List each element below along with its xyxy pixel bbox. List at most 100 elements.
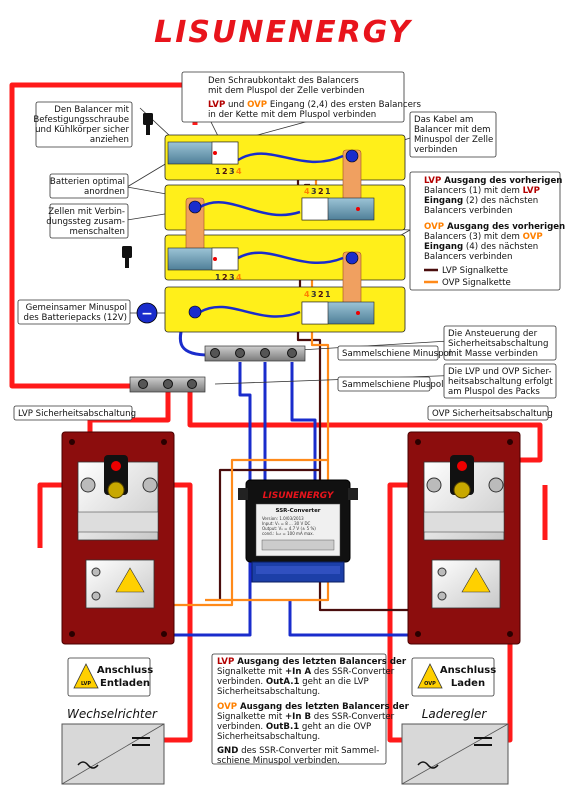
- svg-text:LVP Ausgang des letzten Balanc: LVP Ausgang des letzten Balancers der: [217, 657, 407, 667]
- lvp-relay-board: [61, 431, 175, 645]
- inverter: Wechselrichter: [61, 707, 165, 785]
- screw-icon: [143, 113, 153, 135]
- svg-text:3: 3: [229, 167, 235, 176]
- callout-signal-chain: LVP Ausgang des vorherigen Balancers (1)…: [409, 171, 565, 291]
- svg-text:LVP: LVP: [81, 681, 91, 687]
- cell-connector-straps: [185, 149, 362, 313]
- label-busbar-minus: Sammelschiene Minuspol: [337, 345, 451, 361]
- callout-balancer-screw: Den Balancer mit Befestigungsschraube un…: [33, 101, 133, 148]
- charge-connection-box: OVP Anschluss Laden: [411, 657, 496, 697]
- svg-text:Wechselrichter: Wechselrichter: [67, 707, 158, 721]
- balancer-4: [301, 301, 375, 325]
- svg-text:Die Ansteuerung der: Die Ansteuerung der: [448, 329, 538, 339]
- svg-text:1: 1: [215, 273, 221, 282]
- svg-text:Version: 1.0/03/2013: Version: 1.0/03/2013: [262, 516, 304, 521]
- svg-text:verbinden: verbinden: [414, 145, 457, 155]
- pin-labels-b1: 1 2 3 4: [215, 167, 242, 176]
- svg-text:OVP: OVP: [424, 681, 436, 687]
- svg-text:Gemeinsamer Minuspol: Gemeinsamer Minuspol: [26, 303, 127, 313]
- callout-cable-minus: Das Kabel am Balancer mit dem Minuspol d…: [409, 111, 497, 158]
- svg-text:Eingang (2) des nächsten: Eingang (2) des nächsten: [424, 196, 538, 206]
- svg-text:in der Kette mit dem Pluspol v: in der Kette mit dem Pluspol verbinden: [208, 110, 376, 120]
- svg-text:Sicherheitsabschaltung.: Sicherheitsabschaltung.: [217, 687, 320, 697]
- svg-text:LISUNENERGY: LISUNENERGY: [263, 491, 335, 501]
- svg-text:4: 4: [304, 187, 310, 196]
- svg-text:des Batteriepacks (12V): des Batteriepacks (12V): [24, 313, 128, 323]
- svg-text:mit dem Pluspol der Zelle verb: mit dem Pluspol der Zelle verbinden: [208, 86, 364, 96]
- callout-connect-cells: Zellen mit Verbin- dungssteg zusam- mens…: [46, 203, 129, 239]
- svg-text:Die LVP und OVP Sicher-: Die LVP und OVP Sicher-: [448, 367, 552, 377]
- svg-text:1: 1: [325, 290, 331, 299]
- svg-text:OVP Ausgang des vorherigen: OVP Ausgang des vorherigen: [424, 222, 565, 232]
- svg-text:GND des SSR-Converter mit Samm: GND des SSR-Converter mit Sammel-: [217, 746, 379, 756]
- svg-text:4: 4: [236, 273, 242, 282]
- svg-text:4: 4: [236, 167, 242, 176]
- pin-labels-b3: 1 2 3 4: [215, 273, 242, 282]
- svg-text:LVP Signalkette: LVP Signalkette: [442, 266, 508, 276]
- busbar-minus: [204, 345, 306, 362]
- cell-cables: [199, 152, 344, 318]
- svg-text:1: 1: [215, 167, 221, 176]
- svg-text:LVP und OVP Eingang (2,4) des: LVP und OVP Eingang (2,4) des ersten Bal…: [208, 100, 421, 110]
- balancer-3: [167, 247, 239, 271]
- label-busbar-plus: Sammelschiene Pluspol: [337, 376, 444, 392]
- ovp-relay-board: [407, 431, 521, 645]
- callout-common-minus: Gemeinsamer Minuspol des Batteriepacks (…: [17, 299, 131, 325]
- svg-text:3: 3: [311, 187, 317, 196]
- svg-text:SSR-Converter: SSR-Converter: [275, 508, 320, 514]
- svg-text:anordnen: anordnen: [84, 187, 125, 197]
- svg-text:OVP Ausgang des letzten Balanc: OVP Ausgang des letzten Balancers der: [217, 702, 410, 712]
- svg-text:Signalkette mit +In B des SSR-: Signalkette mit +In B des SSR-Converter: [217, 712, 395, 722]
- ssr-converter: LISUNENERGY SSR-Converter Version: 1.0/0…: [238, 479, 358, 583]
- svg-text:cond.: Iₒᵤₜ = 100 mA max.: cond.: Iₒᵤₜ = 100 mA max.: [262, 531, 314, 536]
- svg-text:Balancers (3) mit dem OVP: Balancers (3) mit dem OVP: [424, 232, 543, 242]
- svg-text:dungssteg zusam-: dungssteg zusam-: [46, 217, 125, 227]
- busbar-plus: [129, 376, 206, 393]
- svg-text:Eingang (4) des nächsten: Eingang (4) des nächsten: [424, 242, 538, 252]
- label-ovp-shutdown: OVP Sicherheitsabschaltung: [427, 405, 553, 421]
- svg-text:Minuspol der Zelle: Minuspol der Zelle: [414, 135, 493, 145]
- svg-text:verbinden. OutB.1 geht an die: verbinden. OutB.1 geht an die OVP: [217, 722, 371, 732]
- svg-text:verbinden. OutA.1 geht an die: verbinden. OutA.1 geht an die LVP: [217, 677, 369, 687]
- balancer-2: [301, 197, 375, 221]
- svg-text:2: 2: [318, 290, 324, 299]
- svg-text:−: −: [141, 306, 153, 322]
- screw-icon-2: [122, 246, 132, 268]
- svg-text:Das Kabel am: Das Kabel am: [414, 115, 473, 125]
- svg-text:2: 2: [222, 273, 228, 282]
- balancer-1: [167, 141, 239, 165]
- svg-text:am Pluspol des Packs: am Pluspol des Packs: [448, 387, 540, 397]
- svg-text:Laden: Laden: [451, 678, 485, 689]
- svg-text:Den Schraubkontakt des Balanc: Den Schraubkontakt des Balancers: [208, 76, 359, 86]
- svg-text:4: 4: [304, 290, 310, 299]
- svg-text:anziehen: anziehen: [90, 135, 129, 145]
- svg-text:Anschluss: Anschluss: [97, 665, 153, 676]
- svg-text:2: 2: [318, 187, 324, 196]
- svg-text:Sicherheitsabschaltung.: Sicherheitsabschaltung.: [217, 732, 320, 742]
- svg-text:Zellen mit Verbin-: Zellen mit Verbin-: [48, 207, 125, 217]
- svg-text:OVP Sicherheitsabschaltung: OVP Sicherheitsabschaltung: [432, 409, 553, 419]
- svg-text:mit Masse verbinden: mit Masse verbinden: [448, 349, 538, 359]
- svg-text:Sicherheitsabschaltung: Sicherheitsabschaltung: [448, 339, 548, 349]
- callout-arrange: Batterien optimal anordnen: [49, 173, 129, 199]
- pin-labels-b2: 4 3 2 1: [304, 187, 331, 196]
- brand-logo: LISUNENERGY: [154, 15, 413, 50]
- svg-text:Anschluss: Anschluss: [440, 665, 496, 676]
- callout-safety-plus: Die LVP und OVP Sicher- heitsabschaltung…: [443, 363, 557, 399]
- svg-text:Balancer mit dem: Balancer mit dem: [414, 125, 491, 135]
- svg-text:Balancers verbinden: Balancers verbinden: [424, 206, 512, 216]
- callout-screw-plus: Den Schraubkontakt des Balancers mit dem…: [181, 71, 421, 123]
- svg-text:heitsabschaltung erfolgt: heitsabschaltung erfolgt: [448, 377, 553, 387]
- svg-text:Balancers (1) mit dem LVP: Balancers (1) mit dem LVP: [424, 186, 540, 196]
- charge-controller: Laderegler: [401, 707, 509, 785]
- svg-text:Laderegler: Laderegler: [422, 707, 488, 721]
- svg-text:Signalkette mit +In A des SSR-: Signalkette mit +In A des SSR-Converter: [217, 667, 395, 677]
- plus-wire-relays: [37, 390, 548, 743]
- svg-text:Balancers verbinden: Balancers verbinden: [424, 252, 512, 262]
- svg-text:OVP Signalkette: OVP Signalkette: [442, 278, 511, 288]
- svg-text:Entladen: Entladen: [100, 678, 150, 689]
- discharge-connection-box: LVP Anschluss Entladen: [67, 657, 153, 697]
- svg-text:Befestigungsschraube: Befestigungsschraube: [33, 115, 129, 125]
- svg-text:LVP Ausgang des vorherigen: LVP Ausgang des vorherigen: [424, 176, 562, 186]
